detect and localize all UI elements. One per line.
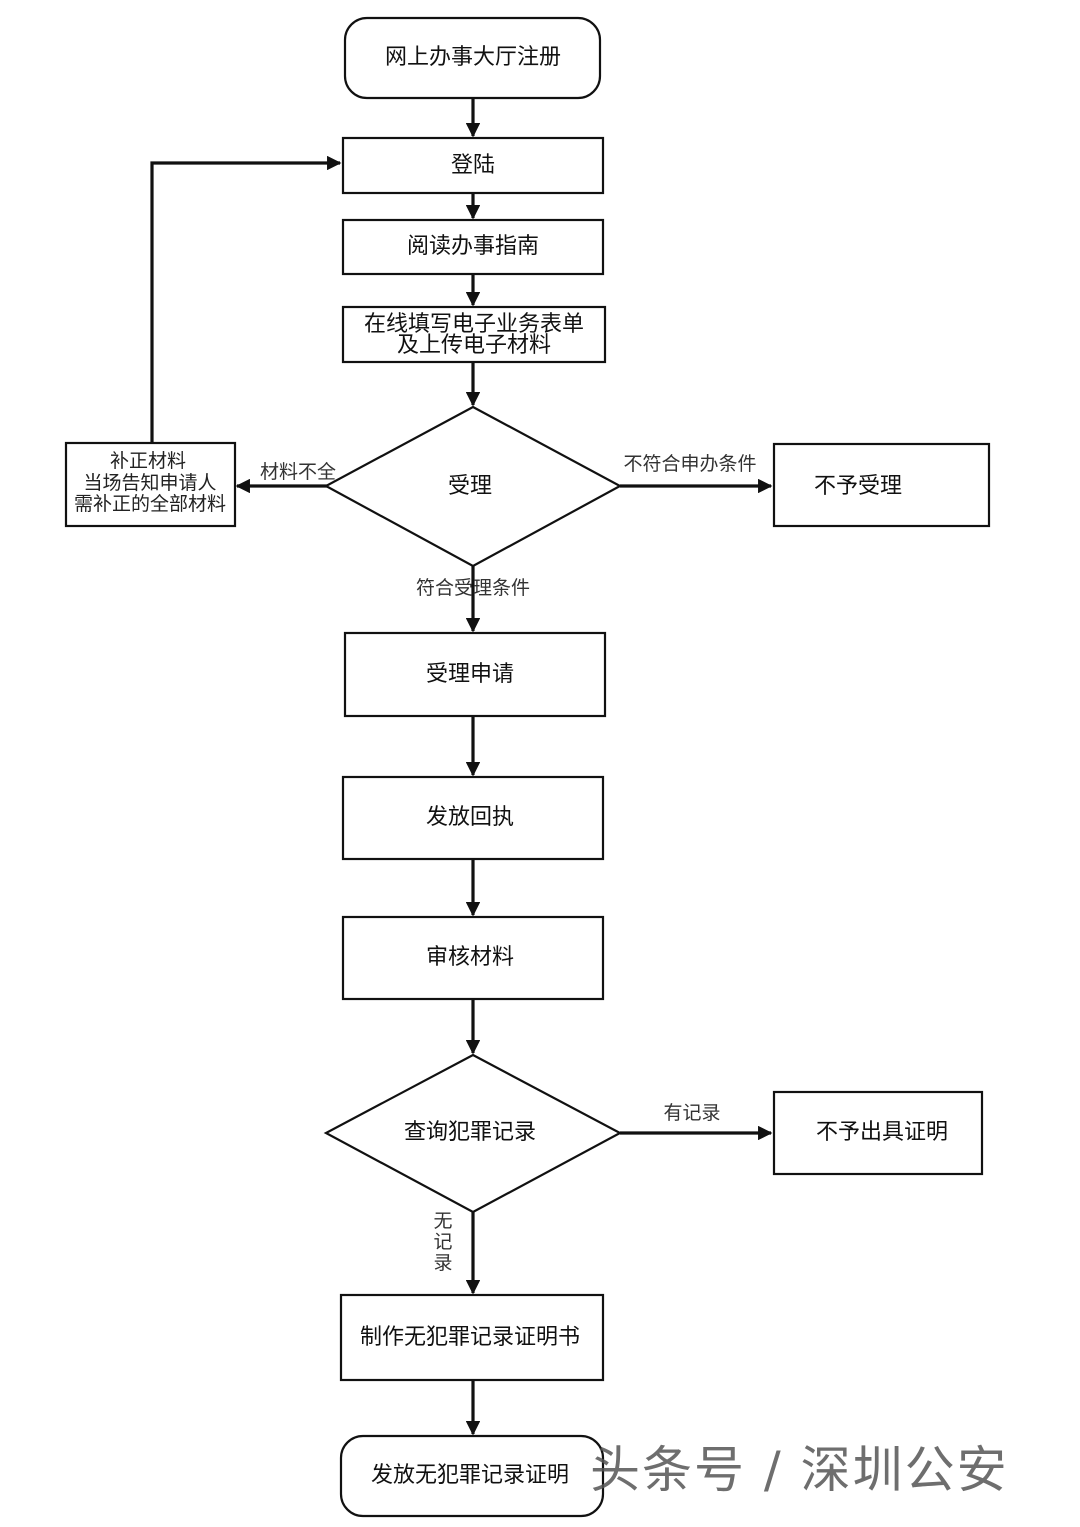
edge-supplement-login bbox=[150, 155, 342, 443]
node-login: 登陆 bbox=[341, 136, 605, 195]
node-login-label: 登陆 bbox=[451, 153, 495, 178]
node-fill-form-label-line1: 在线填写电子业务表单 bbox=[364, 312, 584, 337]
node-make-certificate-label: 制作无犯罪记录证明书 bbox=[360, 1325, 580, 1350]
node-issue-receipt: 发放回执 bbox=[341, 775, 605, 861]
node-issue-certificate-label: 发放无犯罪记录证明 bbox=[371, 1463, 569, 1488]
node-supplement-label-line3: 需补正的全部材料 bbox=[74, 493, 226, 515]
watermark: 头条号 / 深圳公安 bbox=[590, 1441, 1009, 1499]
node-register-label: 网上办事大厅注册 bbox=[385, 45, 561, 70]
node-no-certificate: 不予出具证明 bbox=[772, 1090, 984, 1176]
edge-label-has-record: 有记录 bbox=[663, 1102, 720, 1124]
node-reject-label: 不予受理 bbox=[814, 474, 902, 499]
node-accept-decision: 受理 bbox=[323, 405, 623, 568]
node-read-guide: 阅读办事指南 bbox=[341, 218, 605, 276]
node-review: 审核材料 bbox=[341, 915, 605, 1001]
edge-label-qualified: 符合受理条件 bbox=[416, 577, 530, 599]
edge-label-not-qualified: 不符合申办条件 bbox=[623, 453, 756, 475]
node-reject: 不予受理 bbox=[772, 442, 991, 528]
edge-label-no-record-char2: 记 bbox=[433, 1231, 452, 1253]
node-no-certificate-label: 不予出具证明 bbox=[816, 1120, 948, 1145]
node-register: 网上办事大厅注册 bbox=[343, 16, 602, 100]
node-fill-form-label-line2: 及上传电子材料 bbox=[397, 333, 551, 358]
node-issue-receipt-label: 发放回执 bbox=[426, 805, 514, 830]
node-review-label: 审核材料 bbox=[426, 945, 514, 970]
edge-label-incomplete: 材料不全 bbox=[260, 461, 336, 483]
node-query-label: 查询犯罪记录 bbox=[404, 1120, 536, 1145]
node-read-guide-label: 阅读办事指南 bbox=[407, 234, 539, 259]
node-accept-label: 受理 bbox=[448, 474, 492, 499]
node-supplement-label-line2: 当场告知申请人 bbox=[83, 472, 216, 494]
edge-label-no-record-char1: 无 bbox=[433, 1210, 452, 1232]
node-accept-application-label: 受理申请 bbox=[426, 662, 514, 687]
node-issue-certificate: 发放无犯罪记录证明 bbox=[339, 1434, 605, 1518]
node-supplement: 补正材料 当场告知申请人 需补正的全部材料 bbox=[64, 441, 237, 528]
node-query-decision: 查询犯罪记录 bbox=[323, 1053, 623, 1214]
node-make-certificate: 制作无犯罪记录证明书 bbox=[339, 1293, 605, 1382]
node-fill-form: 在线填写电子业务表单 及上传电子材料 bbox=[341, 305, 607, 364]
node-accept-application: 受理申请 bbox=[343, 631, 607, 718]
edge-label-no-record-char3: 录 bbox=[433, 1252, 452, 1274]
node-supplement-label-line1: 补正材料 bbox=[110, 450, 186, 472]
